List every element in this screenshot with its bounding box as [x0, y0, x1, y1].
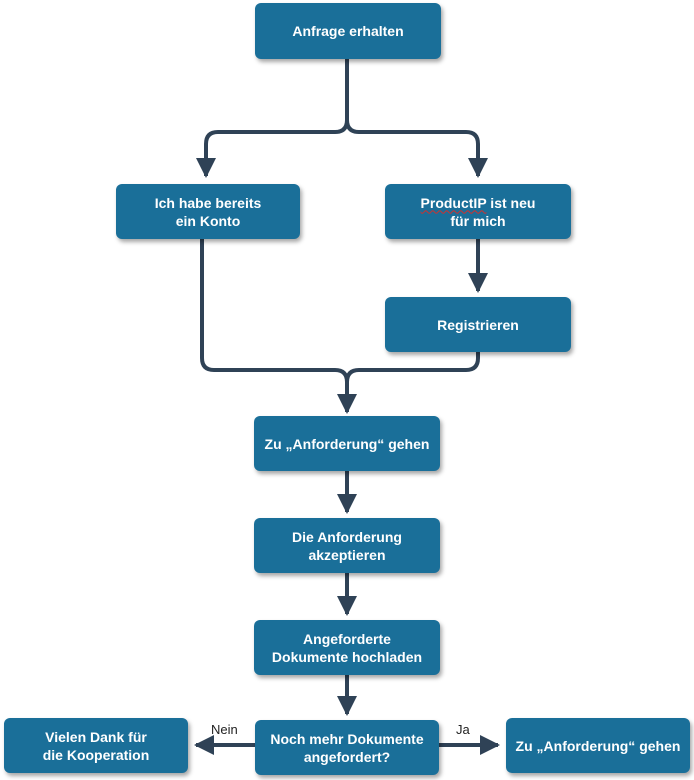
node-zu-anforderung-gehen-2: Zu „Anforderung“ gehen — [506, 718, 690, 773]
node-hochladen-line-1: Angeforderte — [303, 630, 391, 647]
edge-label-ja: Ja — [456, 722, 470, 737]
node-registrieren-line-1: Registrieren — [437, 316, 519, 333]
node-dank-line-2: die Kooperation — [42, 746, 150, 763]
node-neu-line-2: für mich — [450, 212, 506, 229]
node-zu-anforderung-gehen: Zu „Anforderung“ gehen — [254, 416, 440, 471]
node-productip-neu: ProductIP ist neu für mich — [385, 184, 571, 239]
node-mehr-line-1: Noch mehr Dokumente — [270, 730, 424, 747]
node-anfrage-line-1: Anfrage erhalten — [292, 23, 404, 39]
node-hochladen-line-2: Dokumente hochladen — [271, 648, 423, 665]
node-anforderung-akzeptieren: Die Anforderung akzeptieren — [254, 518, 440, 573]
node-konto-line-2: ein Konto — [175, 212, 241, 229]
connector-anfrage-split — [196, 58, 349, 178]
node-konto-line-1: Ich habe bereits — [154, 194, 262, 211]
node-bereits-konto: Ich habe bereits ein Konto — [116, 184, 300, 239]
node-anforderung1-line-1: Zu „Anforderung“ gehen — [264, 435, 430, 452]
node-dank-line-1: Vielen Dank für — [45, 728, 147, 745]
node-mehr-dokumente: Noch mehr Dokumente angefordert? — [255, 720, 439, 775]
node-akzeptieren-line-1: Die Anforderung — [292, 528, 402, 545]
node-mehr-line-2: angefordert? — [303, 748, 391, 765]
connector-anfrage-split-right — [345, 119, 488, 178]
node-registrieren: Registrieren — [385, 297, 571, 352]
connector-konto-merge — [200, 239, 357, 414]
node-neu-line-1: ProductIP ist neu — [421, 194, 536, 212]
node-neu-line-1-rest: ist neu — [486, 194, 536, 211]
node-vielen-dank: Vielen Dank für die Kooperation — [4, 718, 188, 773]
edge-label-nein: Nein — [211, 722, 238, 737]
node-anforderung2-line-1: Zu „Anforderung“ gehen — [515, 737, 681, 754]
connector-registrieren-merge — [345, 352, 480, 383]
spellcheck-flagged-word: ProductIP — [420, 194, 487, 211]
node-anfrage-erhalten: Anfrage erhalten — [255, 3, 441, 59]
node-dokumente-hochladen: Angeforderte Dokumente hochladen — [254, 620, 440, 675]
node-akzeptieren-line-2: akzeptieren — [308, 546, 386, 563]
